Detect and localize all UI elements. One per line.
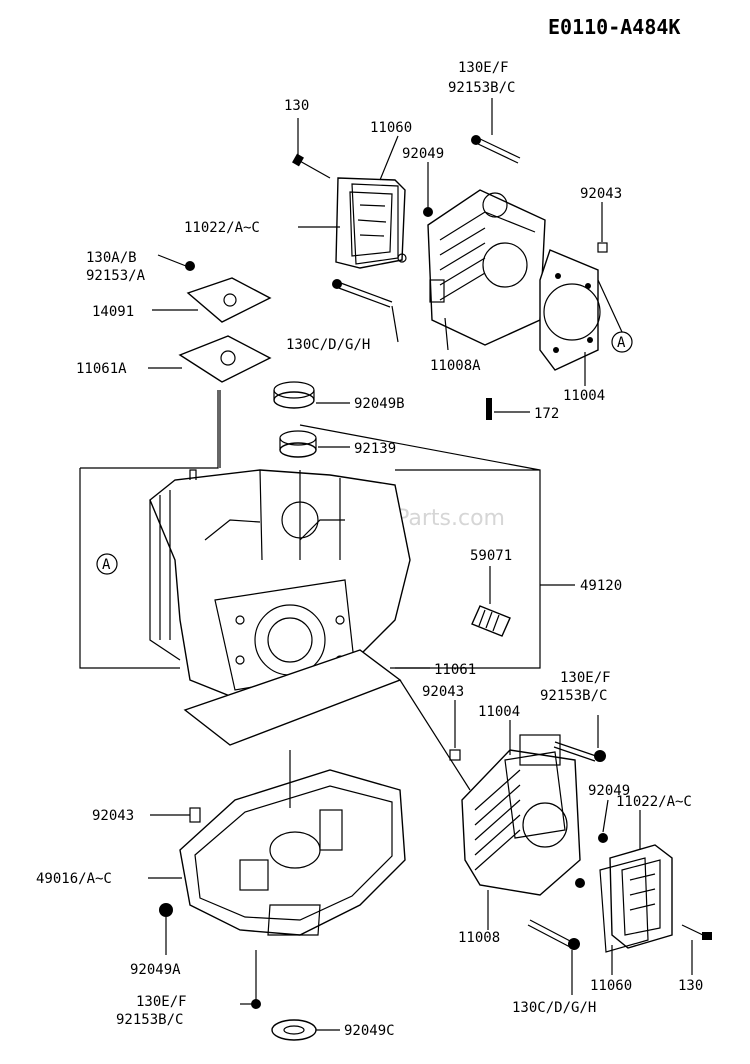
gasket-11004-top [539,249,601,371]
filter-59071 [471,605,511,637]
cover-14091 [186,277,272,323]
callout-a-top-text: A [617,335,626,351]
bushing-92139 [279,430,317,458]
label-130ef-top: 130E/F [458,60,509,76]
washer-92049-mid-2 [575,878,585,888]
cylinder-head-11008 [461,734,581,896]
head-cover-11060-low [609,844,673,949]
label-130ef-low: 130E/F [136,994,187,1010]
seal-92049c [271,1019,317,1041]
dowel-92043-mid [449,749,461,761]
label-11061: 11061 [434,662,476,678]
label-92049a: 92049A [130,962,181,978]
pin-172 [486,398,492,420]
leader-lines [148,98,693,1031]
label-59071: 59071 [470,548,512,564]
washer-92049-mid [598,833,608,843]
gasket-11004-mid [504,751,566,839]
washer-92049-top-2 [397,253,407,263]
label-92049-top: 92049 [402,146,444,162]
bolt-130ef-mid [553,741,606,762]
label-49016: 49016/A~C [36,871,112,887]
label-172: 172 [534,406,559,422]
group-bracket [79,390,541,669]
cylinder-head-11008a [427,189,546,346]
seal-92049a [159,903,173,917]
dowel-92043-top [597,242,608,253]
bolt-130cdgh-top [332,279,393,308]
bolt-130-low [681,924,712,940]
label-92153bc-mid: 92153B/C [540,688,607,704]
label-92049c: 92049C [344,1023,395,1039]
crankcase-cover-49016 [179,769,406,936]
label-92043-mid: 92043 [422,684,464,700]
label-11004-mid: 11004 [478,704,520,720]
label-92153bc-low: 92153B/C [116,1012,183,1028]
seal-92049b [273,381,315,409]
label-11060-top: 11060 [370,120,412,136]
label-130cdgh-top: 130C/D/G/H [286,337,370,353]
label-92049-mid: 92049 [588,783,630,799]
gasket-11022-mid [599,857,649,953]
crankcase-49120 [149,469,411,701]
bolt-130cdgh-low [527,919,580,950]
label-92043-top: 92043 [580,186,622,202]
bolt-130ef-top [471,135,521,164]
label-130-top: 130 [284,98,309,114]
gasket-11061a [178,335,272,383]
label-92043-low: 92043 [92,808,134,824]
label-92153bc-top: 92153B/C [448,80,515,96]
label-11008a: 11008A [430,358,481,374]
label-130ef-mid: 130E/F [560,670,611,686]
dowel-92043-low [189,807,201,823]
label-11004-top: 11004 [563,388,605,404]
bolt-130ef-low [251,950,261,1009]
bolt-130-top [292,153,331,179]
label-92049b: 92049B [354,396,405,412]
washer-92049-top [423,207,433,217]
head-cover-11060-top [335,177,406,269]
label-11022-mid: 11022/A~C [616,794,692,810]
label-92139: 92139 [354,441,396,457]
label-11061a: 11061A [76,361,127,377]
label-130-low: 130 [678,978,703,994]
label-92153a: 92153/A [86,268,146,284]
label-130cdgh-low: 130C/D/G/H [512,1000,596,1016]
diagram-code: E0110-A484K [548,15,680,39]
label-130ab: 130A/B [86,250,137,266]
label-11022-top: 11022/A~C [184,220,260,236]
callout-a-mid [96,553,118,575]
label-11060-low: 11060 [590,978,632,994]
label-14091: 14091 [92,304,134,320]
label-11008: 11008 [458,930,500,946]
callout-a-mid-text: A [102,557,111,573]
label-49120: 49120 [580,578,622,594]
screw-130ab [185,261,195,271]
